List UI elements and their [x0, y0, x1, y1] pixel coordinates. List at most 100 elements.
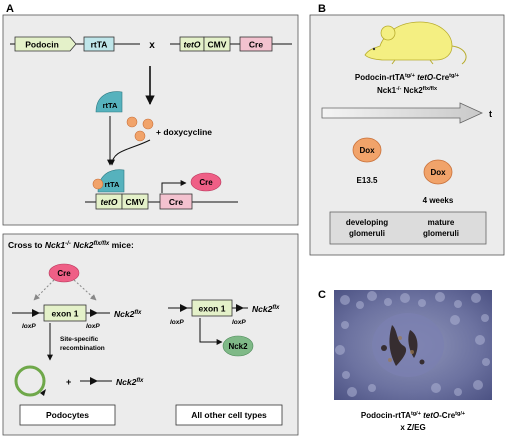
caption-l1-podocin: Podocin-rtTA	[361, 411, 411, 420]
recombined-loxp-triangle	[90, 377, 98, 385]
rtta-bound-label: rtTA	[105, 180, 120, 189]
stage-developing-2: glomeruli	[349, 229, 385, 238]
genotype-line-2: Nck1-/- Nck2flx/flx	[377, 86, 438, 95]
panel-c-caption-1: Podocin-rtTAtg/+ tetO-Cretg/+	[361, 411, 465, 420]
recombination-label-2: recombination	[60, 345, 105, 352]
loxp-left-triangle	[32, 309, 40, 317]
excised-circle	[14, 365, 46, 397]
nck2-flx-left-name: Nck2	[114, 309, 135, 319]
cross-title-nck1: Nck1	[45, 240, 66, 250]
dox-e135-label: Dox	[359, 146, 375, 155]
panel-letter-a: A	[6, 3, 14, 15]
dox-4weeks-time: 4 weeks	[423, 196, 454, 205]
panel-letter-c: C	[318, 289, 326, 301]
exon1-right-box	[191, 299, 233, 317]
cross-title-nck2: Nck2	[71, 240, 94, 250]
dox-4weeks-label: Dox	[430, 168, 446, 177]
genotype-l1-cre: -Cre	[433, 73, 450, 82]
dox-bound-molecule	[92, 178, 104, 190]
other-loxp-right-label: loxP	[232, 319, 246, 326]
loxp-right-triangle	[90, 309, 98, 317]
caption-l1-sup2: tg/+	[455, 411, 465, 417]
cross-title-prefix: Cross to	[8, 240, 45, 250]
mouse-icon	[364, 21, 467, 65]
nck2-flx-right: Nck2flx	[252, 304, 280, 314]
genotype-l1-sup1: tg/+	[405, 73, 415, 79]
nck2-flx-left: Nck2flx	[114, 309, 142, 319]
stage-mature-1: mature	[428, 218, 455, 227]
cross-box-title: Cross to Nck1-/- Nck2flx/flx mice:	[8, 240, 134, 250]
genotype-l1-podocin: Podocin-rtTA	[355, 73, 405, 82]
genotype-line-1: Podocin-rtTAtg/+ tetO-Cretg/+	[355, 73, 459, 82]
induced-cmv-label: CMV	[126, 197, 145, 207]
cross-cre-protein	[48, 263, 80, 283]
exon1-right-label: exon 1	[199, 304, 226, 314]
induced-cre-gene-box	[159, 193, 193, 210]
cmv-label: CMV	[208, 40, 227, 50]
panel-c-caption-2: x Z/EG	[400, 423, 425, 432]
nck2-flx-right-name: Nck2	[252, 304, 273, 314]
time-label: t	[489, 109, 492, 119]
podocin-label: Podocin	[25, 40, 59, 50]
plus-sign: +	[66, 377, 71, 387]
induced-cre-gene-label: Cre	[169, 197, 183, 207]
nck2-product: Nck2flx	[116, 377, 144, 387]
teto-label: tetO	[184, 40, 201, 50]
cross-cre-label: Cre	[57, 269, 71, 278]
dox-e135-time: E13.5	[357, 176, 378, 185]
stage-box	[329, 211, 487, 245]
genotype-l2-sup1: -/-	[396, 86, 401, 92]
loxp-left-label: loxP	[22, 323, 36, 330]
cross-title-sup2: flx/flx	[94, 241, 110, 247]
nck2-product-name: Nck2	[116, 377, 137, 387]
rtta-gene-box	[83, 36, 115, 52]
cre-gene-box	[239, 36, 273, 52]
cre-protein-label: Cre	[199, 178, 213, 187]
cmv-box	[203, 36, 231, 52]
other-loxp-left-label: loxP	[170, 319, 184, 326]
genotype-l2-nck1: Nck1	[377, 86, 397, 95]
micrograph-image	[334, 290, 492, 400]
induced-teto-label: tetO	[101, 197, 118, 207]
cre-protein	[190, 172, 222, 192]
rtta-gene-label: rtTA	[91, 40, 108, 50]
cre-gene-label: Cre	[249, 40, 263, 50]
excised-loxp-triangle	[40, 389, 46, 396]
podocytes-box	[19, 404, 116, 426]
exon1-left-label: exon 1	[52, 309, 79, 319]
doxycycline-label: + doxycycline	[156, 127, 212, 137]
genotype-l1-teto: tetO	[417, 73, 434, 82]
dox-molecule-3	[134, 130, 146, 142]
podocytes-label: Podocytes	[46, 410, 89, 420]
nck2-flx-right-sup: flx	[272, 305, 280, 311]
genotype-l1-sup2: tg/+	[449, 73, 459, 79]
stage-developing-1: developing	[346, 218, 388, 227]
cross-title-sup1: -/-	[65, 241, 71, 247]
dox-molecule-2	[142, 118, 154, 130]
podocin-promoter-box	[14, 36, 77, 52]
rtta-protein-free	[95, 91, 123, 113]
induced-cmv-box	[121, 193, 149, 210]
caption-l1-teto: tetO	[423, 411, 440, 420]
nck2-protein-label: Nck2	[228, 342, 248, 351]
other-loxp-left-triangle	[180, 304, 188, 312]
recombination-label-1: Site-specific	[60, 336, 99, 343]
stage-mature-2: glomeruli	[423, 229, 459, 238]
caption-l1-sup1: tg/+	[411, 411, 421, 417]
other-cells-box	[175, 404, 283, 426]
cross-symbol: x	[149, 40, 155, 51]
exon1-left-box	[43, 304, 87, 322]
dox-e135-circle	[352, 137, 382, 163]
transcription-arrow	[161, 180, 187, 193]
nck2-protein	[222, 335, 254, 357]
caption-l1-cre: -Cre	[439, 411, 456, 420]
dox-4weeks-circle	[423, 159, 453, 185]
panel-letter-b: B	[318, 3, 326, 15]
nck2-product-sup: flx	[136, 378, 144, 384]
expression-path-arrow	[199, 318, 223, 345]
other-cells-label: All other cell types	[191, 410, 267, 420]
cross-title-suffix: mice:	[109, 240, 134, 250]
nck2-flx-left-sup: flx	[134, 310, 142, 316]
genotype-l2-nck2: Nck2	[401, 86, 423, 95]
